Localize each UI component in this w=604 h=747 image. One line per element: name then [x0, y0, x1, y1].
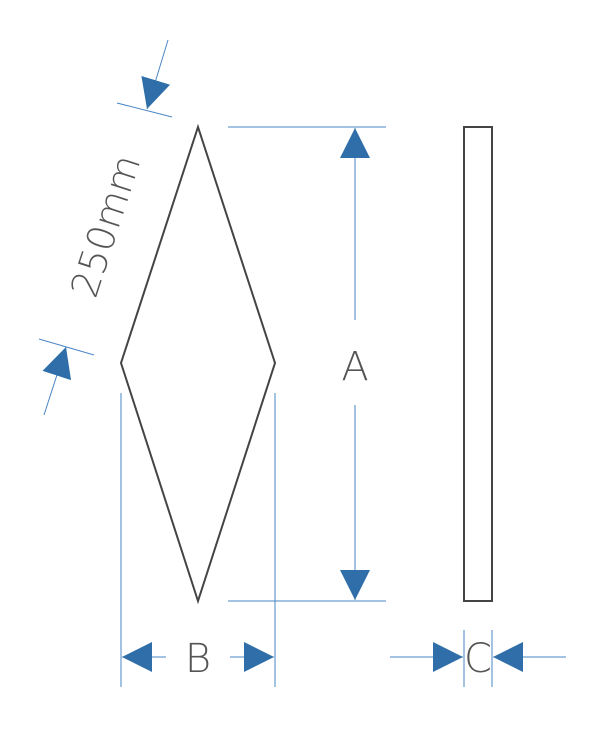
extension-lines — [38, 102, 493, 687]
dimension-b-label: B — [185, 636, 211, 682]
dimension-a-label: A — [341, 344, 368, 390]
dimension-side-length — [42, 39, 171, 416]
dimension-c-label: C — [464, 636, 492, 682]
tile-side-view — [463, 126, 493, 602]
side-length-label: 250mm — [62, 149, 149, 302]
diamond-tile-front-view — [119, 123, 277, 605]
